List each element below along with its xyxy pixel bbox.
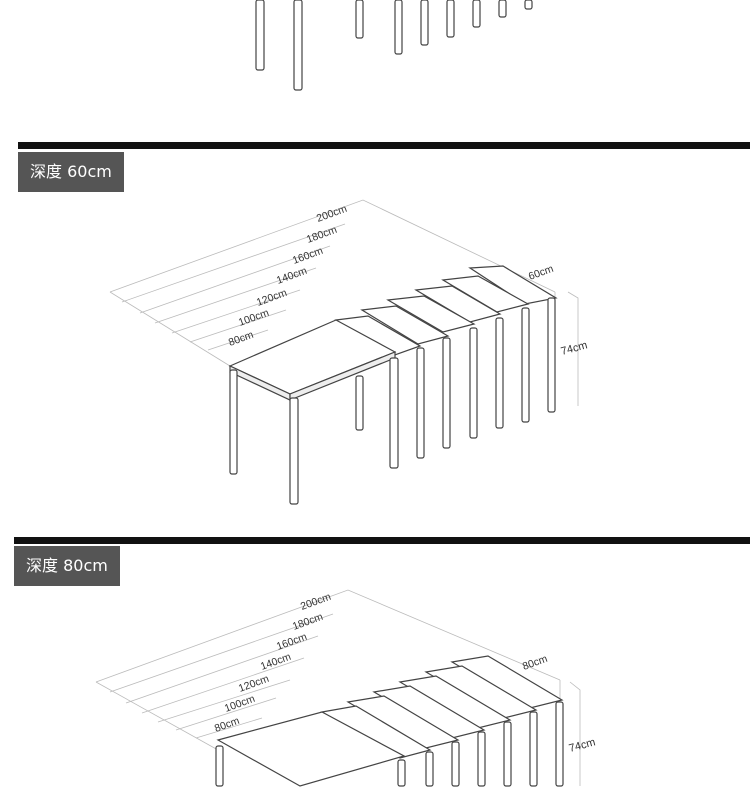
width-label: 160cm <box>275 631 309 653</box>
table-leg <box>495 317 504 429</box>
depth-label-tag: 深度 60cm <box>18 152 124 192</box>
table-leg <box>442 337 451 449</box>
width-guide-80 <box>207 329 269 351</box>
width-label: 140cm <box>259 651 293 673</box>
height-dimension-label: 74cm <box>568 736 597 755</box>
width-guide-140 <box>141 657 305 714</box>
width-label: 100cm <box>237 307 271 329</box>
width-label: 200cm <box>299 591 333 613</box>
table-leg <box>451 741 460 787</box>
table-leg <box>425 751 434 787</box>
width-label: 200cm <box>315 203 349 225</box>
width-label: 180cm <box>291 611 325 633</box>
width-guide-100 <box>189 309 287 343</box>
table-leg <box>289 397 299 505</box>
previous-table-legs <box>255 0 533 91</box>
table-leg <box>524 0 533 10</box>
table-leg <box>389 357 399 469</box>
table-leg <box>503 721 512 787</box>
depth-label-tag: 深度 80cm <box>14 546 120 586</box>
width-guide-120 <box>157 679 291 723</box>
section-divider <box>18 142 750 149</box>
tabletop <box>386 295 476 333</box>
table-leg <box>446 0 455 38</box>
width-guide-180 <box>109 613 334 693</box>
table-leg <box>215 745 224 787</box>
width-guide-200 <box>95 589 561 683</box>
height-dimension-label: 74cm <box>560 339 589 358</box>
width-guide-120 <box>171 289 301 334</box>
table-leg <box>469 327 478 439</box>
width-guide-140 <box>154 267 317 324</box>
depth-label-text: 深度 60cm <box>30 162 112 181</box>
table-leg <box>397 759 406 787</box>
width-guide-100 <box>175 697 277 731</box>
table-leg <box>355 375 364 431</box>
table-leg <box>416 347 425 459</box>
table-leg <box>255 0 265 71</box>
width-label: 180cm <box>305 224 339 246</box>
width-guide-80 <box>195 717 263 739</box>
width-guide-160 <box>139 245 331 314</box>
table-leg <box>555 701 564 787</box>
table-leg <box>521 307 530 423</box>
table-leg <box>547 297 556 413</box>
section-divider <box>14 537 750 544</box>
table-leg <box>293 0 303 91</box>
tabletop-front <box>216 711 406 787</box>
depth-dimension-label: 60cm <box>527 263 555 283</box>
width-guide-180 <box>121 223 346 303</box>
table-leg <box>477 731 486 787</box>
table-leg <box>529 711 538 787</box>
tabletop <box>360 305 450 345</box>
table-dimension-diagram-80: 200cm 180cm 160cm 140cm 120cm 100cm 80cm… <box>95 589 597 787</box>
table-leg <box>394 0 403 55</box>
table-leg <box>355 0 364 39</box>
table-leg <box>229 369 238 475</box>
table-leg <box>420 0 429 46</box>
width-label: 140cm <box>275 265 309 287</box>
width-label: 160cm <box>291 245 325 267</box>
table-leg <box>472 0 481 28</box>
width-guide-200 <box>109 199 556 293</box>
width-label: 80cm <box>227 329 255 349</box>
depth-label-text: 深度 80cm <box>26 556 108 575</box>
width-guide-160 <box>125 635 319 704</box>
width-label: 80cm <box>213 715 241 735</box>
width-label: 120cm <box>255 287 289 309</box>
table-dimension-diagram-60: 200cm 180cm 160cm 140cm 120cm 100cm 80cm… <box>109 199 589 505</box>
table-leg <box>498 0 507 18</box>
